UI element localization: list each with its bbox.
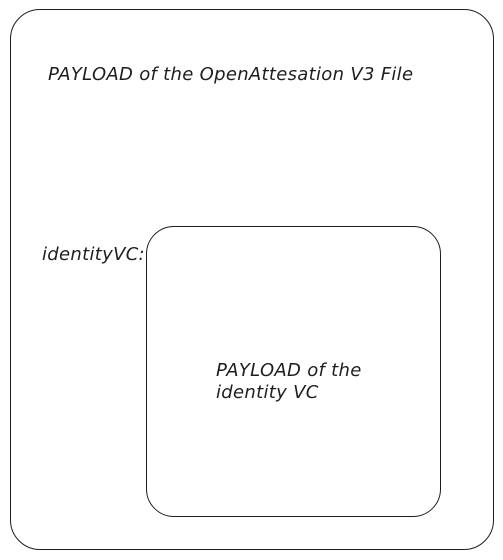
identity-vc-label: identityVC: [42, 244, 145, 265]
inner-payload-title: PAYLOAD of the identity VC [216, 360, 362, 403]
outer-payload-title: PAYLOAD of the OpenAttesation V3 File [48, 64, 414, 85]
outer-payload-box [10, 9, 494, 550]
inner-payload-box [146, 226, 441, 517]
